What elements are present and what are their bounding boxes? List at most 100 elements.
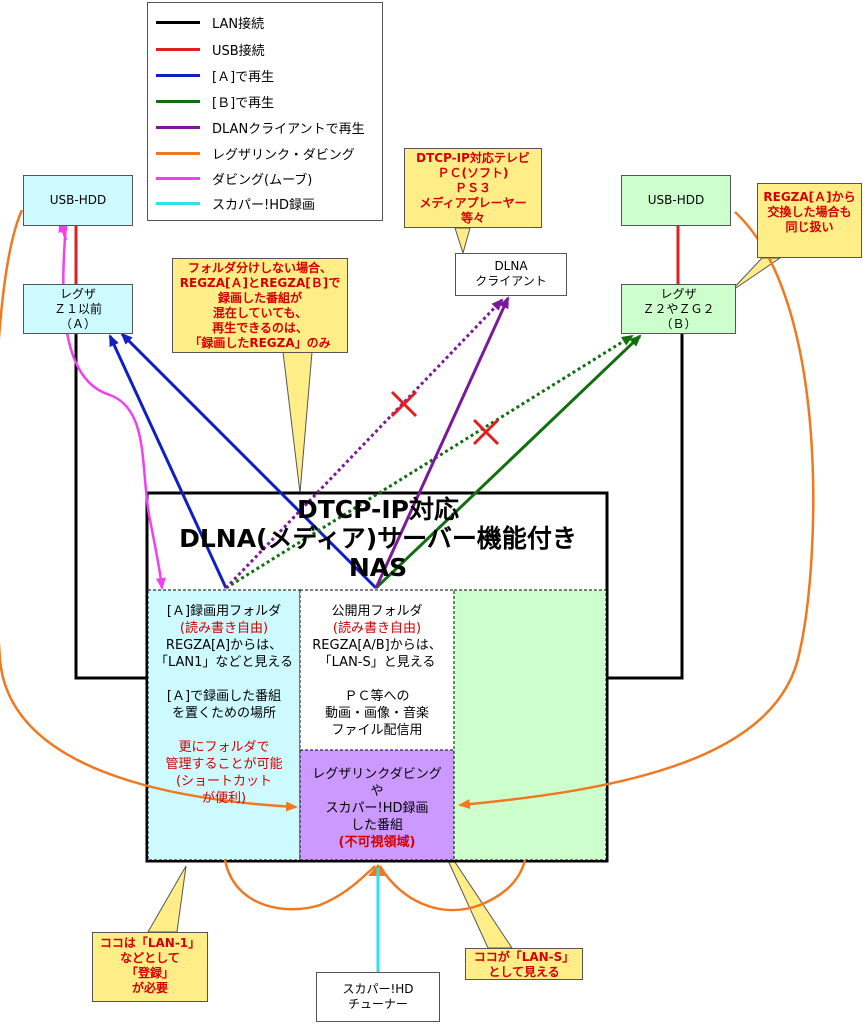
callout-line: 混在していても、 xyxy=(212,306,308,320)
legend-item-skyperfect: スカパー!HD録画 xyxy=(156,194,315,213)
nas-left-line: REGZA[A]からは、 xyxy=(165,638,283,653)
nas-left-red: (ショートカット xyxy=(175,774,273,789)
tuner-line: スカパー!HD xyxy=(342,982,414,996)
callout-line: 同じ扱い xyxy=(785,220,834,234)
callout-line: ＰＣ(ソフト) xyxy=(437,166,509,180)
legend-swatch xyxy=(156,47,200,51)
callout-regza-exchange: REGZA[Ａ]から 交換した場合も 同じ扱い xyxy=(757,183,862,258)
nas-middle-line: REGZA[A/B]からは、 xyxy=(312,638,442,653)
nas-panel-left xyxy=(147,589,301,861)
callout-lans: ココが「LAN-S」 として見える xyxy=(465,948,583,980)
callout-pointer-lan1 xyxy=(147,865,187,933)
tuner-line: チューナー xyxy=(347,997,408,1011)
nas-left-line: を置くための場所 xyxy=(171,706,276,721)
nas-middle-line: 動画・画像・音楽 xyxy=(324,706,429,721)
nas-left-text: [Ａ]録画用フォルダ (読み書き自由) REGZA[A]からは、 「LAN1」な… xyxy=(148,603,300,807)
nas-purple-line: や xyxy=(370,784,384,799)
callout-line: DTCP-IP対応テレビ xyxy=(416,151,530,165)
callout-pointer-folder xyxy=(282,351,313,494)
blue-line-1 xyxy=(108,334,228,589)
legend-label: ダビング(ムーブ) xyxy=(212,172,313,188)
legend-swatch xyxy=(156,99,200,103)
callout-line: ココが「LAN-S」 xyxy=(473,950,575,964)
dlna-client-line: DLNA xyxy=(494,259,528,273)
legend-swatch xyxy=(156,176,200,180)
nas-left-red: が便利) xyxy=(201,791,247,806)
skyperfect-tuner: スカパー!HD チューナー xyxy=(316,972,440,1022)
callout-line: 「録画したREGZA」のみ xyxy=(189,336,331,350)
legend-item-play-b: [Ｂ]で再生 xyxy=(156,92,275,111)
nas-purple-red: (不可視領域) xyxy=(338,835,416,850)
lan-line-a xyxy=(74,334,148,680)
nas-middle-line: 「LAN-S」と見える xyxy=(318,655,436,670)
nas-middle-text: 公開用フォルダ (読み書き自由) REGZA[A/B]からは、 「LAN-S」と… xyxy=(300,603,454,739)
usb-hdd-b-label: USB-HDD xyxy=(647,193,705,207)
orange-curve-left xyxy=(0,209,298,812)
nas-purple-line: した番組 xyxy=(350,818,403,833)
callout-line: ココは「LAN-1」 xyxy=(99,936,201,950)
callout-line: REGZA[Ａ]とREGZA[Ｂ]で xyxy=(179,276,341,290)
callout-dlna-devices: DTCP-IP対応テレビ ＰＣ(ソフト) ＰＳ３ メディアプレーヤー 等々 xyxy=(404,148,542,228)
nas-purple-text: レグザリンクダビング や スカパー!HD録画 した番組 (不可視領域) xyxy=(300,766,454,851)
nas-middle-red: (読み書き自由) xyxy=(332,621,422,636)
nas-left-red: 管理することが可能 xyxy=(165,757,283,772)
lan-line-b xyxy=(606,334,684,680)
purple-line-dotted xyxy=(224,298,504,590)
cross-mark-1 xyxy=(390,390,418,418)
legend-item-lan: LAN接続 xyxy=(156,13,264,32)
legend-item-dlna: DLANクライアントで再生 xyxy=(156,118,365,137)
nas-middle-line: ファイル配信用 xyxy=(331,723,423,738)
nas-purple-line: スカパー!HD録画 xyxy=(325,801,429,816)
nas-left-red: 更にフォルダで xyxy=(178,740,270,755)
callout-pointer-exchange xyxy=(729,257,782,293)
callout-lan1: ココは「LAN-1」 などとして 「登録」 が必要 xyxy=(92,932,208,1002)
legend-label: レグザリンク・ダビング xyxy=(212,147,355,163)
regza-b: レグザ Ｚ２やＺＧ２ （Ｂ） xyxy=(621,284,736,334)
legend-label: スカパー!HD録画 xyxy=(212,197,315,213)
legend-item-usb: USB接続 xyxy=(156,40,265,59)
nas-title-line: DLNA(メディア)サーバー機能付き xyxy=(179,524,577,553)
regza-a: レグザ Ｚ１以前 （Ａ） xyxy=(23,284,133,334)
legend-box: LAN接続 USB接続 [Ａ]で再生 [Ｂ]で再生 DLANクライアントで再生 … xyxy=(147,2,383,221)
legend-label: USB接続 xyxy=(212,43,265,59)
purple-line-solid xyxy=(374,296,510,589)
callout-line: メディアプレーヤー xyxy=(419,196,527,210)
nas-title-line: DTCP-IP対応 xyxy=(296,495,460,524)
legend-swatch xyxy=(156,151,200,155)
legend-item-dubbing: ダビング(ムーブ) xyxy=(156,169,313,188)
nas-left-line: [Ａ]録画用フォルダ xyxy=(166,604,282,619)
regza-b-line: レグザ xyxy=(660,287,697,301)
orange-curve-right xyxy=(458,211,815,810)
callout-line: フォルダ分けしない場合、 xyxy=(187,261,332,275)
legend-label: [Ａ]で再生 xyxy=(212,69,275,85)
blue-line-2 xyxy=(120,332,378,590)
orange-arc-right xyxy=(378,859,527,912)
callout-line: 再生できるのは、 xyxy=(212,321,308,335)
callout-line: として見える xyxy=(488,965,560,979)
nas-left-line: [Ａ]で録画した番組 xyxy=(166,689,282,704)
callout-line: が必要 xyxy=(131,981,168,995)
legend-label: [Ｂ]で再生 xyxy=(212,95,275,111)
legend-label: DLANクライアントで再生 xyxy=(212,121,365,137)
callout-line: 「登録」 xyxy=(125,966,174,980)
nas-title: DTCP-IP対応 DLNA(メディア)サーバー機能付き NAS xyxy=(148,495,608,590)
nas-middle-line: 公開用フォルダ xyxy=(331,604,423,619)
usb-hdd-b: USB-HDD xyxy=(621,175,731,226)
orange-arc-left xyxy=(223,859,376,911)
dlna-client-line: クライアント xyxy=(475,274,547,288)
regza-a-line: レグザ xyxy=(59,287,96,301)
callout-line: ＰＳ３ xyxy=(454,181,491,195)
green-line-solid xyxy=(374,334,642,590)
nas-left-line: 「LAN1」などと見える xyxy=(154,655,294,670)
nas-panel-middle xyxy=(299,589,455,751)
legend-swatch xyxy=(156,73,200,77)
dlna-client: DLNA クライアント xyxy=(455,253,567,296)
callout-line: 交換した場合も xyxy=(767,205,852,219)
regza-b-line: （Ｂ） xyxy=(660,317,697,331)
callout-line: 等々 xyxy=(460,211,485,225)
legend-item-play-a: [Ａ]で再生 xyxy=(156,66,275,85)
nas-title-line: NAS xyxy=(348,553,408,582)
callout-line: REGZA[Ａ]から xyxy=(763,190,856,204)
regza-a-line: Ｚ１以前 xyxy=(53,302,102,316)
